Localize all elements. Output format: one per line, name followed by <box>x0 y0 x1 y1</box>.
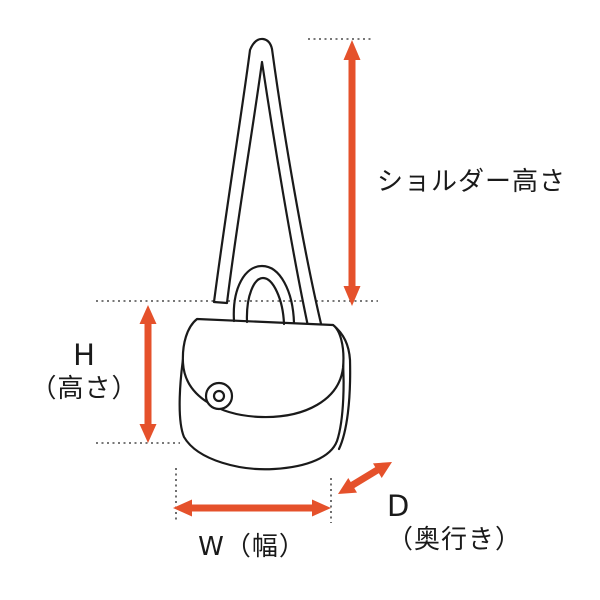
height-arrow <box>139 305 157 443</box>
shoulder-height-label: ショルダー高さ <box>377 167 567 197</box>
shoulder-height-arrow <box>343 40 361 306</box>
width-label: W（幅） <box>198 532 306 562</box>
bag-gusset <box>331 323 352 451</box>
depth-sub: （奥行き） <box>387 525 523 556</box>
clasp-inner-icon <box>212 389 226 403</box>
depth-letter: D <box>387 489 411 523</box>
bag-strap <box>212 37 324 333</box>
bag-handle <box>232 264 296 325</box>
depth-arrow <box>338 462 392 494</box>
clasp-icon <box>204 381 234 411</box>
height-letter: H <box>73 338 96 372</box>
height-label: H （高さ） <box>27 337 142 406</box>
height-sub: （高さ） <box>30 374 139 405</box>
bag-illustration <box>178 37 352 471</box>
bag-handle-inner <box>245 276 286 326</box>
width-arrow <box>173 499 331 517</box>
guide-lines <box>96 38 378 523</box>
depth-label: D （奥行き） <box>387 488 522 557</box>
